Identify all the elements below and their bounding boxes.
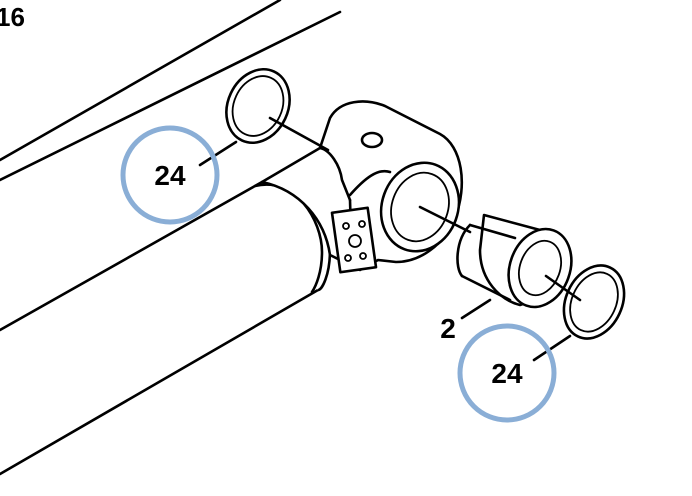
leader-seal-lower xyxy=(532,334,572,362)
piston-rod xyxy=(0,0,342,182)
leader-bushing xyxy=(460,298,492,320)
leader-seal-upper xyxy=(198,140,238,167)
seal-ring-upper xyxy=(225,68,330,152)
callout-label-bushing: 2 xyxy=(440,313,456,344)
callout-label-seal-upper: 24 xyxy=(154,160,186,191)
highlight-circle-upper xyxy=(120,125,220,225)
bushing xyxy=(418,205,573,309)
callout-label-seal-lower: 24 xyxy=(491,358,523,389)
seal-ring-lower xyxy=(544,264,626,340)
rod-eye-head xyxy=(260,100,463,274)
figure-number: 16 xyxy=(0,2,25,32)
highlight-circle-lower xyxy=(457,323,557,423)
